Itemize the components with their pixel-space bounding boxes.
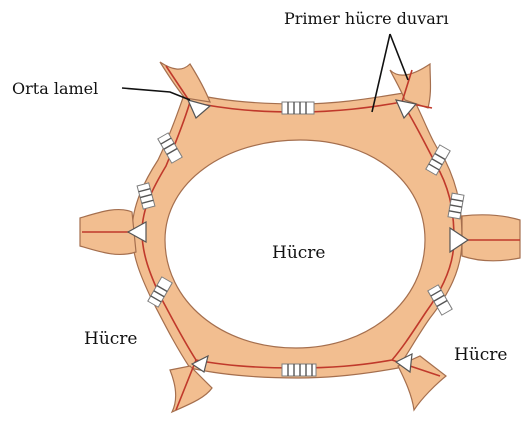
wall-arm-right [462, 215, 520, 261]
cell-center-label: Hücre [272, 243, 325, 263]
middle-lamella-label: Orta lamel [12, 79, 98, 98]
cell-left-label: Hücre [84, 329, 137, 349]
primary-wall-label: Primer hücre duvarı [284, 9, 449, 28]
pit-top [282, 102, 314, 114]
pit-bottom [282, 364, 316, 376]
cell-right-label: Hücre [454, 345, 507, 365]
